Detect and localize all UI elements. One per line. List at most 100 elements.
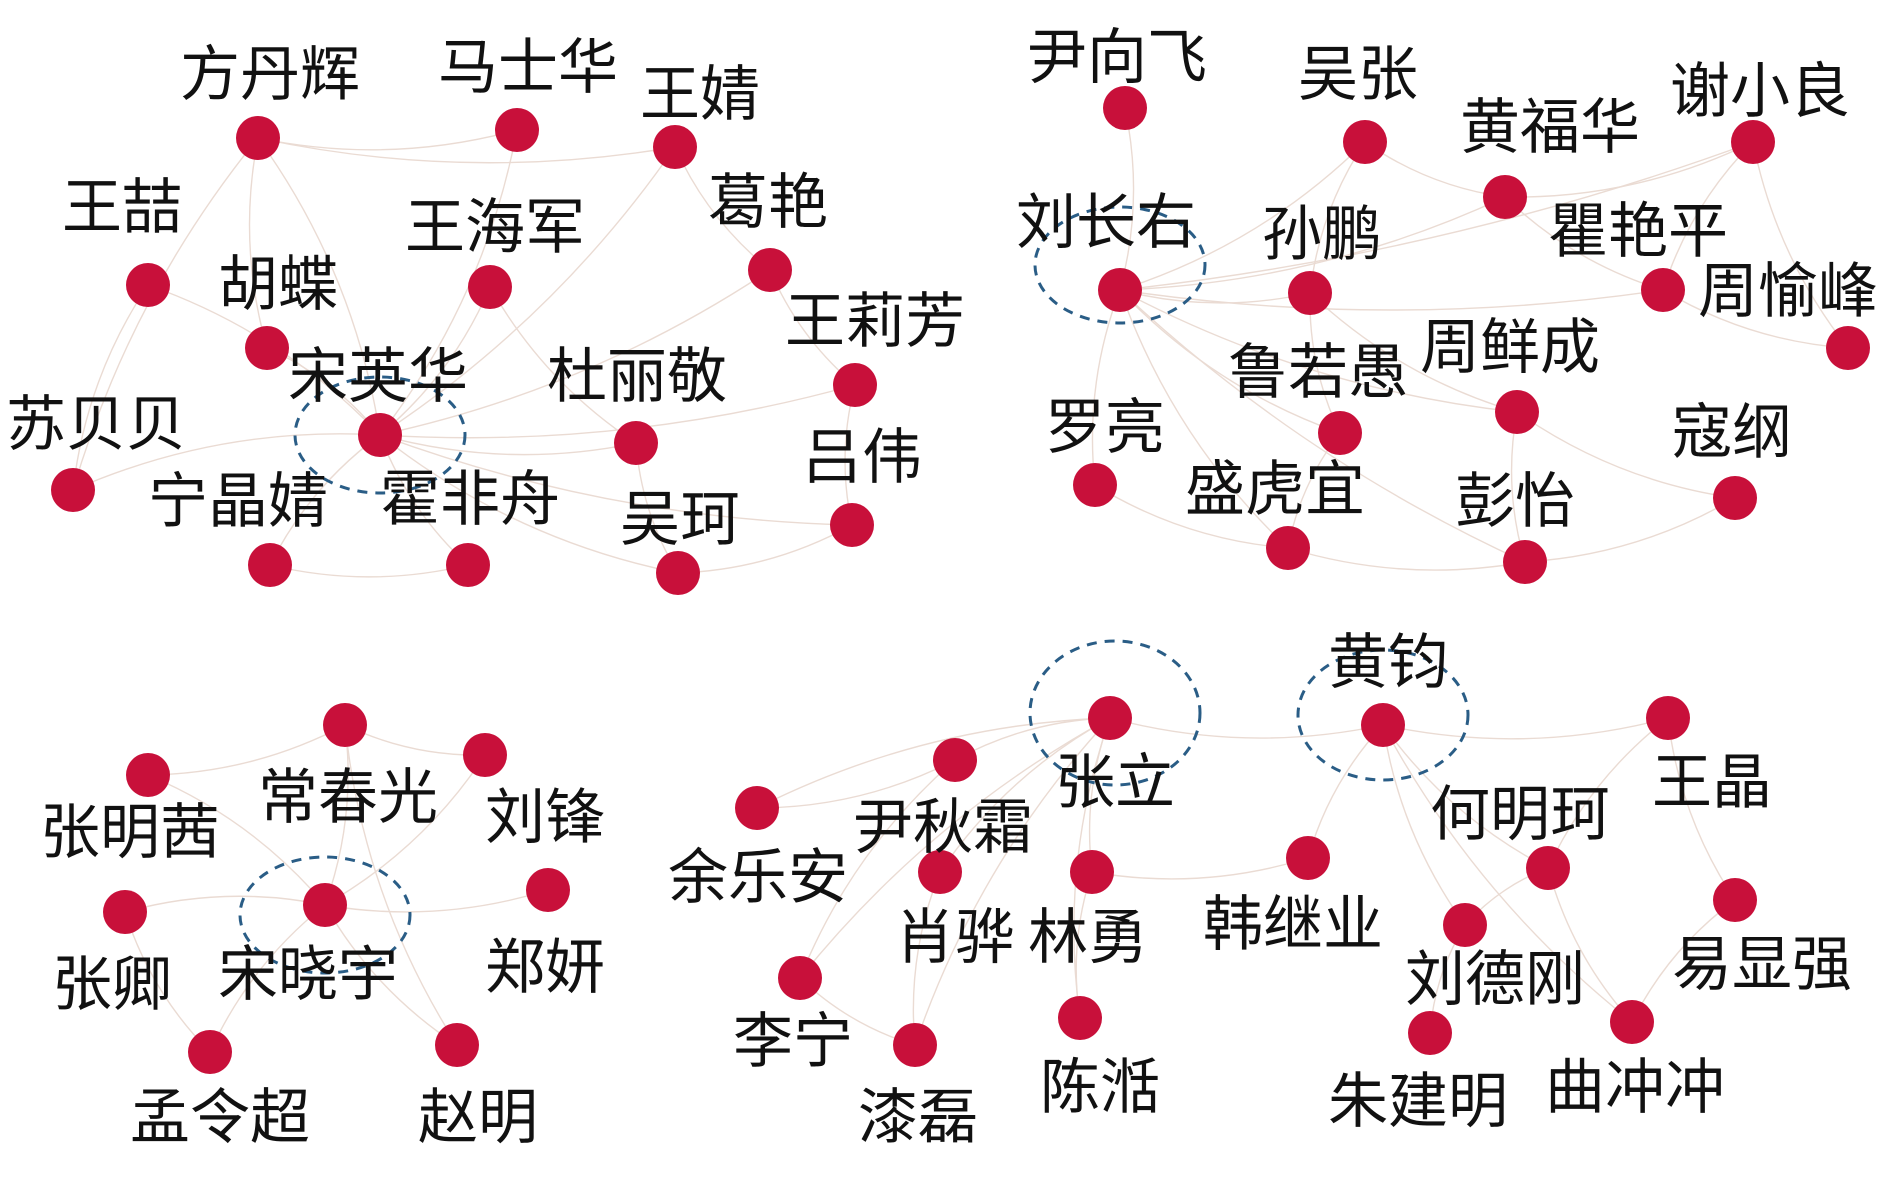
node-赵明[interactable] (435, 1023, 479, 1067)
hub-ring-张立 (1028, 639, 1202, 787)
node-宋晓宇[interactable] (303, 883, 347, 927)
node-寇纲[interactable] (1713, 476, 1757, 520)
node-易显强[interactable] (1713, 878, 1757, 922)
node-label-王晶: 王晶 (1652, 748, 1772, 818)
node-label-刘长右: 刘长右 (1016, 188, 1196, 258)
node-label-余乐安: 余乐安 (668, 843, 848, 913)
node-霍非舟[interactable] (446, 543, 490, 587)
edge-张立-李宁 (799, 717, 1111, 979)
node-刘长右[interactable] (1098, 268, 1142, 312)
node-刘德刚[interactable] (1443, 903, 1487, 947)
node-瞿艳平[interactable] (1641, 268, 1685, 312)
label-layer: 方丹辉马士华王婧王喆王海军葛艳胡蝶宋英华杜丽敬王莉芳苏贝贝宁晶婧霍非舟吴珂吕伟尹… (6, 23, 1878, 1153)
edge-刘长右-谢小良 (1119, 141, 1754, 291)
hub-ring-layer (238, 205, 1470, 975)
node-盛虎宜[interactable] (1266, 526, 1310, 570)
edge-宋晓宇-赵明 (324, 904, 458, 1046)
node-罗亮[interactable] (1073, 463, 1117, 507)
node-苏贝贝[interactable] (51, 468, 95, 512)
node-label-瞿艳平: 瞿艳平 (1548, 197, 1728, 267)
node-谢小良[interactable] (1731, 120, 1775, 164)
node-周愉峰[interactable] (1826, 326, 1870, 370)
node-宁晶婧[interactable] (248, 543, 292, 587)
edge-黄福华-谢小良 (1504, 141, 1754, 198)
edge-张立-余乐安 (756, 717, 1111, 809)
node-郑妍[interactable] (526, 868, 570, 912)
edge-宋英华-王海军 (379, 286, 491, 436)
edge-宋英华-马士华 (379, 129, 518, 436)
node-吴张[interactable] (1343, 120, 1387, 164)
node-label-漆磊: 漆磊 (858, 1083, 978, 1153)
edge-盛虎宜-彭怡 (1287, 547, 1526, 571)
node-胡蝶[interactable] (245, 326, 289, 370)
node-label-王婧: 王婧 (640, 60, 760, 130)
node-王莉芳[interactable] (833, 363, 877, 407)
node-黄钧[interactable] (1361, 703, 1405, 747)
node-王晶[interactable] (1646, 696, 1690, 740)
node-label-寇纲: 寇纲 (1672, 398, 1792, 468)
node-杜丽敬[interactable] (614, 421, 658, 465)
hub-ring-宋英华 (293, 375, 467, 495)
node-label-黄钧: 黄钧 (1328, 628, 1448, 698)
node-马士华[interactable] (495, 108, 539, 152)
node-方丹辉[interactable] (236, 116, 280, 160)
node-朱建明[interactable] (1408, 1011, 1452, 1055)
edge-宋晓宇-张卿 (124, 895, 326, 913)
edge-宋晓宇-郑妍 (324, 889, 549, 913)
node-吕伟[interactable] (830, 503, 874, 547)
node-label-苏贝贝: 苏贝贝 (6, 390, 186, 460)
node-林勇[interactable] (1070, 850, 1114, 894)
node-曲冲冲[interactable] (1610, 1000, 1654, 1044)
node-吴珂[interactable] (656, 551, 700, 595)
node-label-张明茜: 张明茜 (40, 798, 220, 868)
node-陈湉[interactable] (1058, 996, 1102, 1040)
node-彭怡[interactable] (1503, 540, 1547, 584)
node-尹向飞[interactable] (1103, 86, 1147, 130)
edge-刘长右-罗亮 (1091, 289, 1121, 486)
edge-宋英华-苏贝贝 (72, 433, 381, 491)
node-葛艳[interactable] (748, 248, 792, 292)
node-label-鲁若愚: 鲁若愚 (1228, 338, 1408, 408)
node-刘锋[interactable] (463, 733, 507, 777)
node-何明珂[interactable] (1526, 846, 1570, 890)
node-label-陈湉: 陈湉 (1040, 1053, 1160, 1123)
node-label-谢小良: 谢小良 (1670, 57, 1850, 127)
edge-宋晓宇-孟令超 (209, 904, 326, 1053)
node-漆磊[interactable] (893, 1023, 937, 1067)
node-王海军[interactable] (468, 265, 512, 309)
edge-刘长右-尹向飞 (1119, 107, 1135, 291)
node-张卿[interactable] (103, 890, 147, 934)
edge-谢小良-周愉峰 (1752, 141, 1849, 349)
edge-刘长右-鲁若愚 (1119, 289, 1341, 434)
node-李宁[interactable] (778, 956, 822, 1000)
edge-黄钧-何明珂 (1382, 724, 1549, 869)
node-label-易显强: 易显强 (1672, 930, 1852, 1000)
node-王婧[interactable] (653, 125, 697, 169)
node-韩继业[interactable] (1286, 836, 1330, 880)
node-鲁若愚[interactable] (1318, 411, 1362, 455)
node-label-方丹辉: 方丹辉 (180, 40, 360, 110)
node-label-黄福华: 黄福华 (1460, 93, 1640, 163)
node-余乐安[interactable] (735, 786, 779, 830)
edge-方丹辉-马士华 (257, 129, 518, 151)
node-张明茜[interactable] (126, 753, 170, 797)
edge-黄钧-王晶 (1382, 717, 1669, 740)
node-label-刘锋: 刘锋 (485, 783, 605, 853)
node-王喆[interactable] (126, 263, 170, 307)
edge-周鲜成-寇纲 (1516, 411, 1736, 499)
node-张立[interactable] (1088, 696, 1132, 740)
edge-张立-黄钧 (1109, 717, 1384, 739)
node-黄福华[interactable] (1483, 175, 1527, 219)
edge-宋英华-吕伟 (379, 434, 853, 526)
node-周鲜成[interactable] (1495, 390, 1539, 434)
edge-宋晓宇-刘锋 (324, 754, 486, 906)
node-label-刘德刚: 刘德刚 (1405, 945, 1585, 1015)
node-肖骅[interactable] (918, 850, 962, 894)
edge-刘长右-黄福华 (1119, 196, 1506, 291)
node-宋英华[interactable] (358, 413, 402, 457)
node-尹秋霜[interactable] (933, 738, 977, 782)
edge-刘长右-孙鹏 (1119, 289, 1311, 304)
node-孙鹏[interactable] (1288, 271, 1332, 315)
node-孟令超[interactable] (188, 1030, 232, 1074)
node-常春光[interactable] (323, 703, 367, 747)
